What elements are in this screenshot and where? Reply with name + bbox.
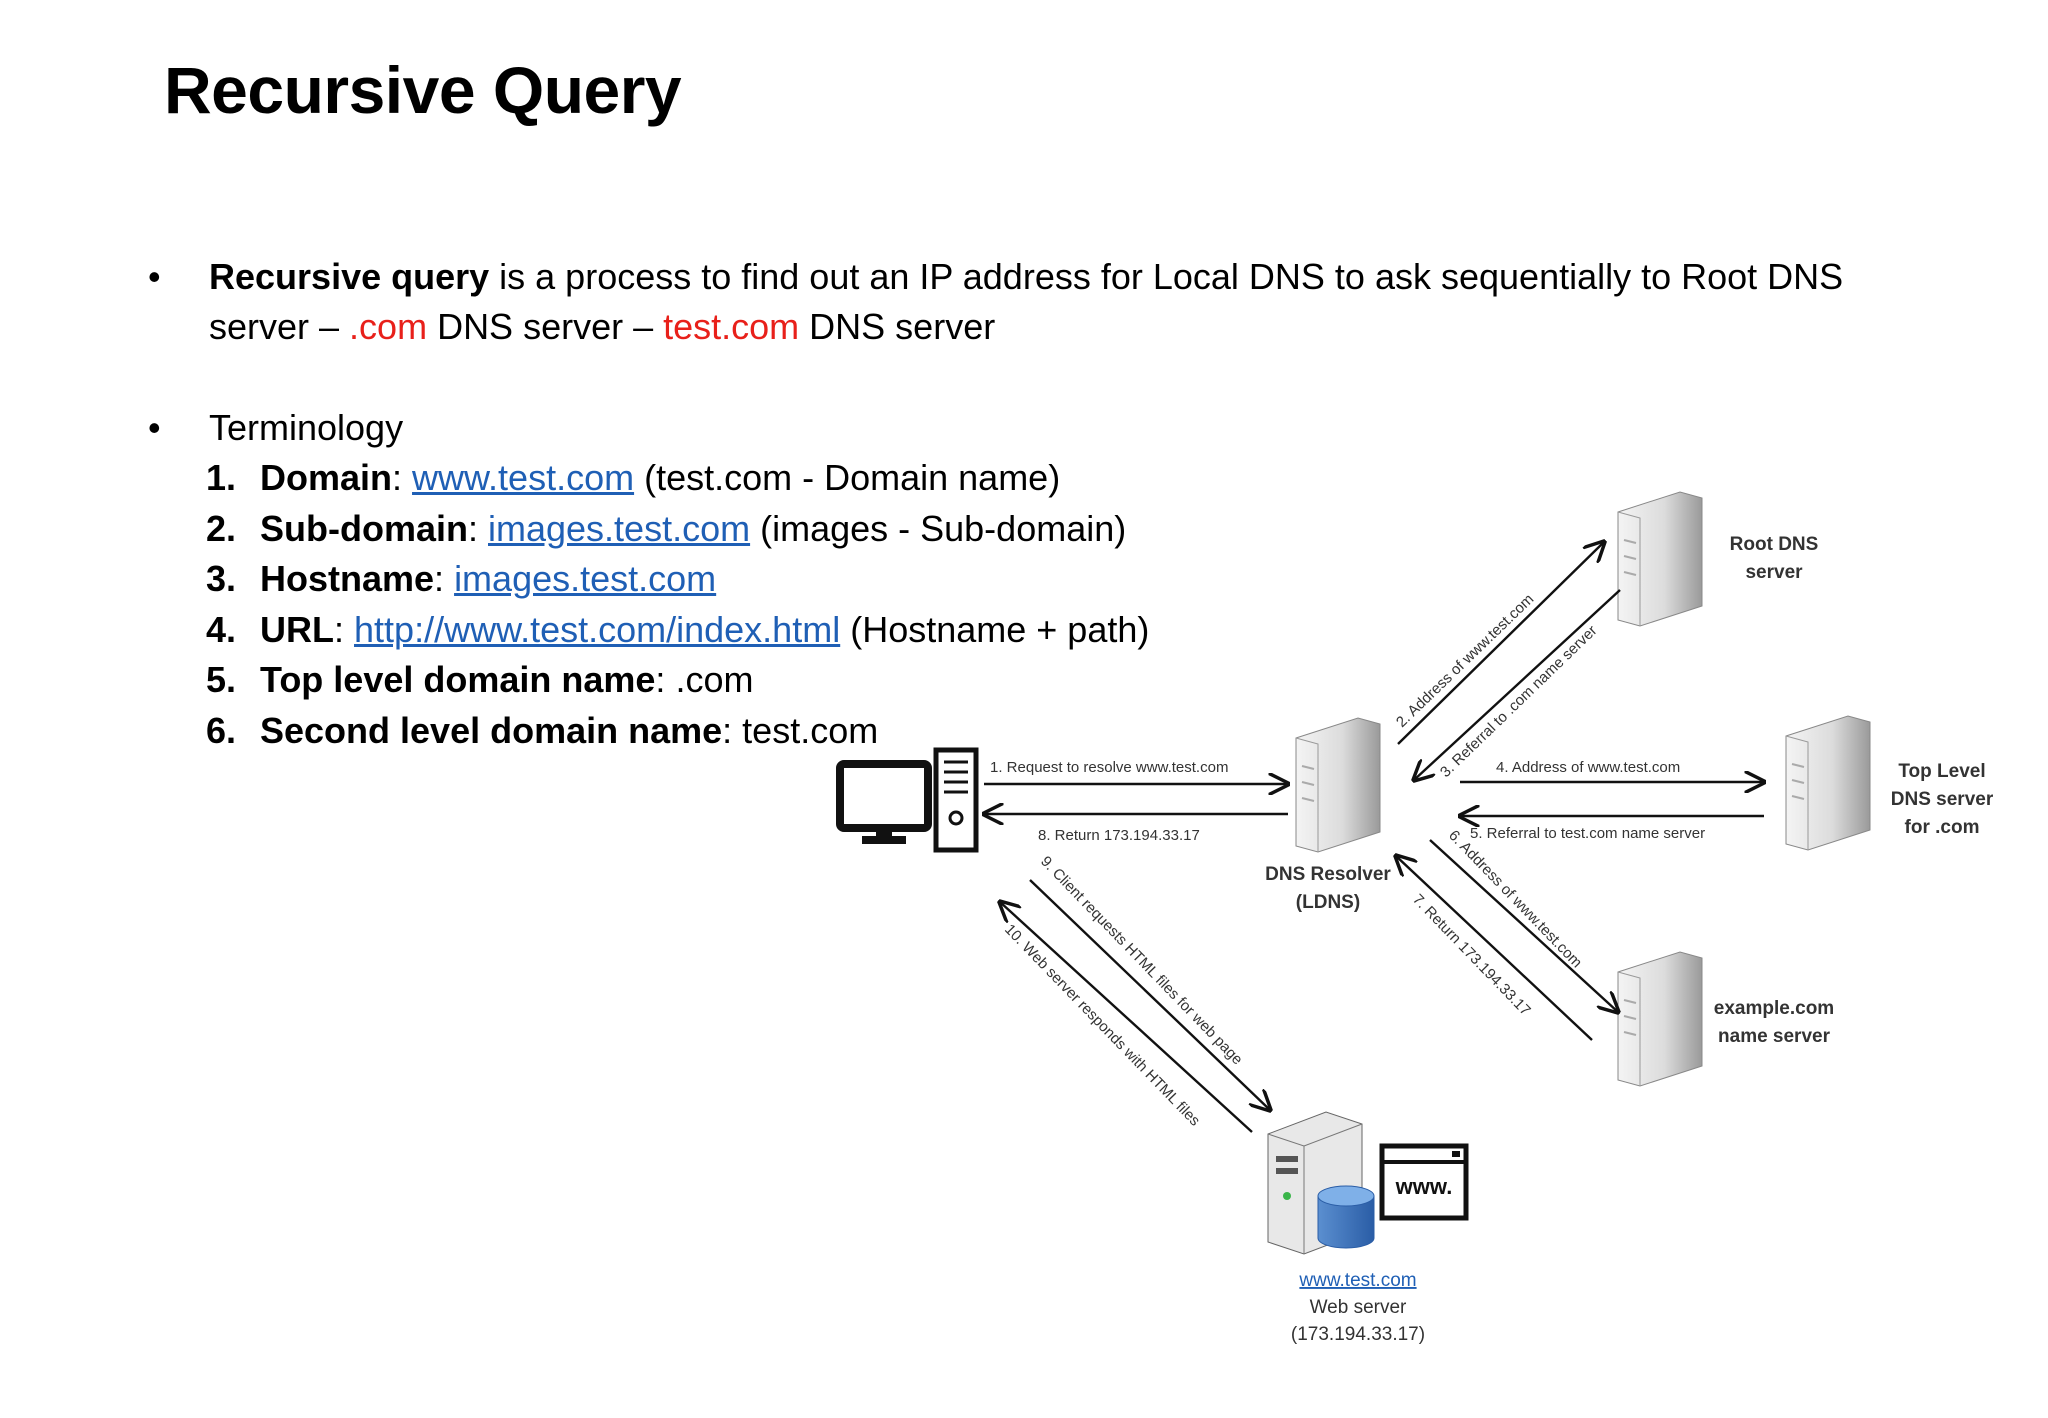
- web-server-label: Web server: [1310, 1297, 1407, 1318]
- term-item: 3.Hostname: images.test.com: [206, 558, 717, 599]
- red-testcom: test.com: [663, 306, 800, 347]
- arrow-7: [1396, 856, 1593, 1041]
- hostname-link[interactable]: images.test.com: [454, 558, 717, 599]
- slide-title: Recursive Query: [164, 53, 682, 127]
- arrow-10: [1000, 902, 1253, 1133]
- bullet-bold-term: Recursive query: [209, 256, 490, 297]
- term-item: 2.Sub-domain: images.test.com (images - …: [206, 507, 1127, 549]
- subdomain-link[interactable]: images.test.com: [488, 507, 751, 549]
- arrow-9: [1029, 879, 1270, 1110]
- arrows: [984, 542, 1764, 1133]
- arrow-6: [1429, 839, 1618, 1012]
- arrow-10-label: 10. Web server responds with HTML files: [1001, 921, 1203, 1130]
- terminology-list: 1.Domain: www.test.com (test.com - Domai…: [200, 453, 1149, 756]
- root-server-icon: [1617, 491, 1703, 627]
- term-item: 5.Top level domain name: .com: [206, 659, 754, 700]
- arrow-4-label: 4. Address of www.test.com: [1496, 759, 1680, 776]
- arrow-8-label: 8. Return 173.194.33.17: [1038, 827, 1200, 844]
- tld-server-icon: [1785, 715, 1871, 851]
- bullet-text-2: DNS server –: [427, 306, 664, 347]
- www-window-icon: www.: [1379, 1143, 1469, 1221]
- term-item: 4.URL: http://www.test.com/index.html (H…: [206, 608, 1150, 650]
- domain-link[interactable]: www.test.com: [412, 457, 635, 498]
- client-computer-icon: [836, 747, 979, 853]
- resolver-label: DNS Resolver(LDNS): [1265, 864, 1391, 913]
- arrow-1-label: 1. Request to resolve www.test.com: [990, 759, 1228, 776]
- arrow-3: [1414, 589, 1621, 780]
- arrow-5-label: 5. Referral to test.com name server: [1470, 825, 1705, 842]
- arrow-2: [1397, 542, 1604, 745]
- bullet-dot: •: [148, 407, 161, 448]
- web-server-icon: [1267, 1111, 1375, 1255]
- red-dotcom: .com: [349, 306, 428, 347]
- example-server-icon: [1617, 951, 1703, 1087]
- term-item: 6.Second level domain name: test.com: [206, 709, 879, 751]
- www-badge: www.: [1395, 1174, 1453, 1199]
- bullet-recursive-query: Recursive query is a process to find out…: [209, 252, 1929, 352]
- web-server-link[interactable]: www.test.com: [1298, 1270, 1416, 1291]
- bullet-dot: •: [148, 256, 161, 297]
- url-link[interactable]: http://www.test.com/index.html: [354, 608, 841, 650]
- bullet-terminology: Terminology: [209, 407, 404, 448]
- bullet-text-3: DNS server: [799, 306, 996, 347]
- arrow-3-label: 3. Referral to .com name server: [1437, 622, 1601, 781]
- term-item: 1.Domain: www.test.com (test.com - Domai…: [206, 457, 1061, 498]
- resolver-server-icon: [1295, 717, 1381, 853]
- arrow-9-label: 9. Client requests HTML files for web pa…: [1037, 853, 1246, 1068]
- bullet-text-1: is a process to find out an IP address f…: [209, 256, 1844, 347]
- web-server-ip: (173.194.33.17): [1291, 1324, 1425, 1345]
